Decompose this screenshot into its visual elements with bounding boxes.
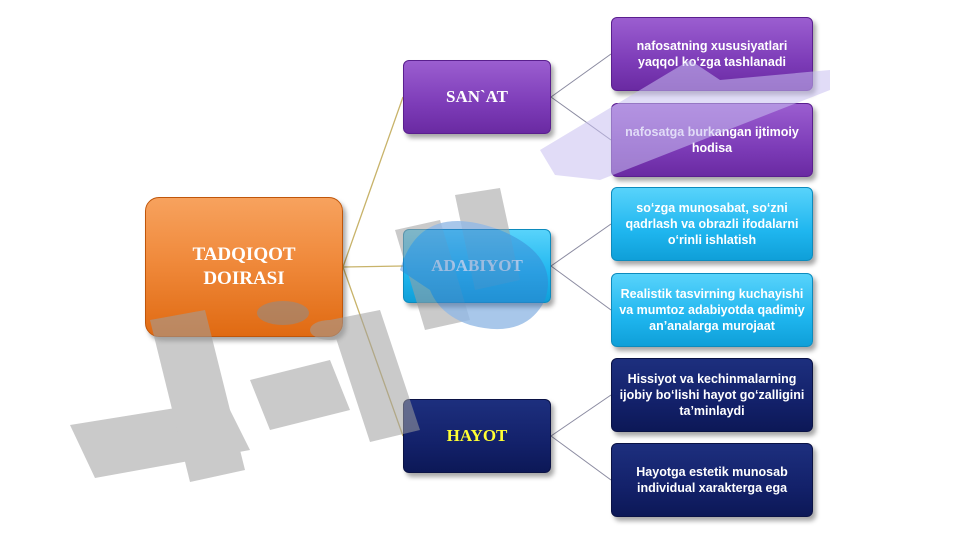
leaf-node-adabiyot-1: so‘zga munosabat, so‘zni qadrlash va obr… [611, 187, 813, 261]
leaf-node-sanat-2: nafosatga burkangan ijtimoiy hodisa [611, 103, 813, 177]
branch-node-hayot: HAYOT [403, 399, 551, 473]
branch-node-adabiyot: ADABIYOT [403, 229, 551, 303]
leaf-node-hayot-2: Hayotga estetik munosab individual xarak… [611, 443, 813, 517]
connector-sanat-leaf1 [550, 53, 612, 98]
root-node: TADQIQOT DOIRASI [145, 197, 343, 337]
leaf-node-hayot-1: Hissiyot va kechinmalarning ijobiy bo‘li… [611, 358, 813, 432]
connector-hayot-leaf2 [550, 435, 612, 481]
connector-root-adabiyot [342, 265, 404, 268]
root-node-line1: TADQIQOT [192, 244, 296, 265]
connector-sanat-leaf2 [550, 96, 612, 141]
connector-root-hayot [342, 266, 404, 437]
connector-adabiyot-leaf2 [550, 265, 612, 311]
leaf-node-adabiyot-2: Realistik tasvirning kuchayishi va mumto… [611, 273, 813, 347]
leaf-node-sanat-1: nafosatning xususiyatlari yaqqol ko‘zga … [611, 17, 813, 91]
connector-hayot-leaf1 [550, 394, 612, 437]
root-node-line2: DOIRASI [203, 268, 285, 289]
connector-adabiyot-leaf1 [550, 223, 612, 267]
branch-node-sanat: SAN`AT [403, 60, 551, 134]
connector-root-sanat [342, 96, 404, 268]
